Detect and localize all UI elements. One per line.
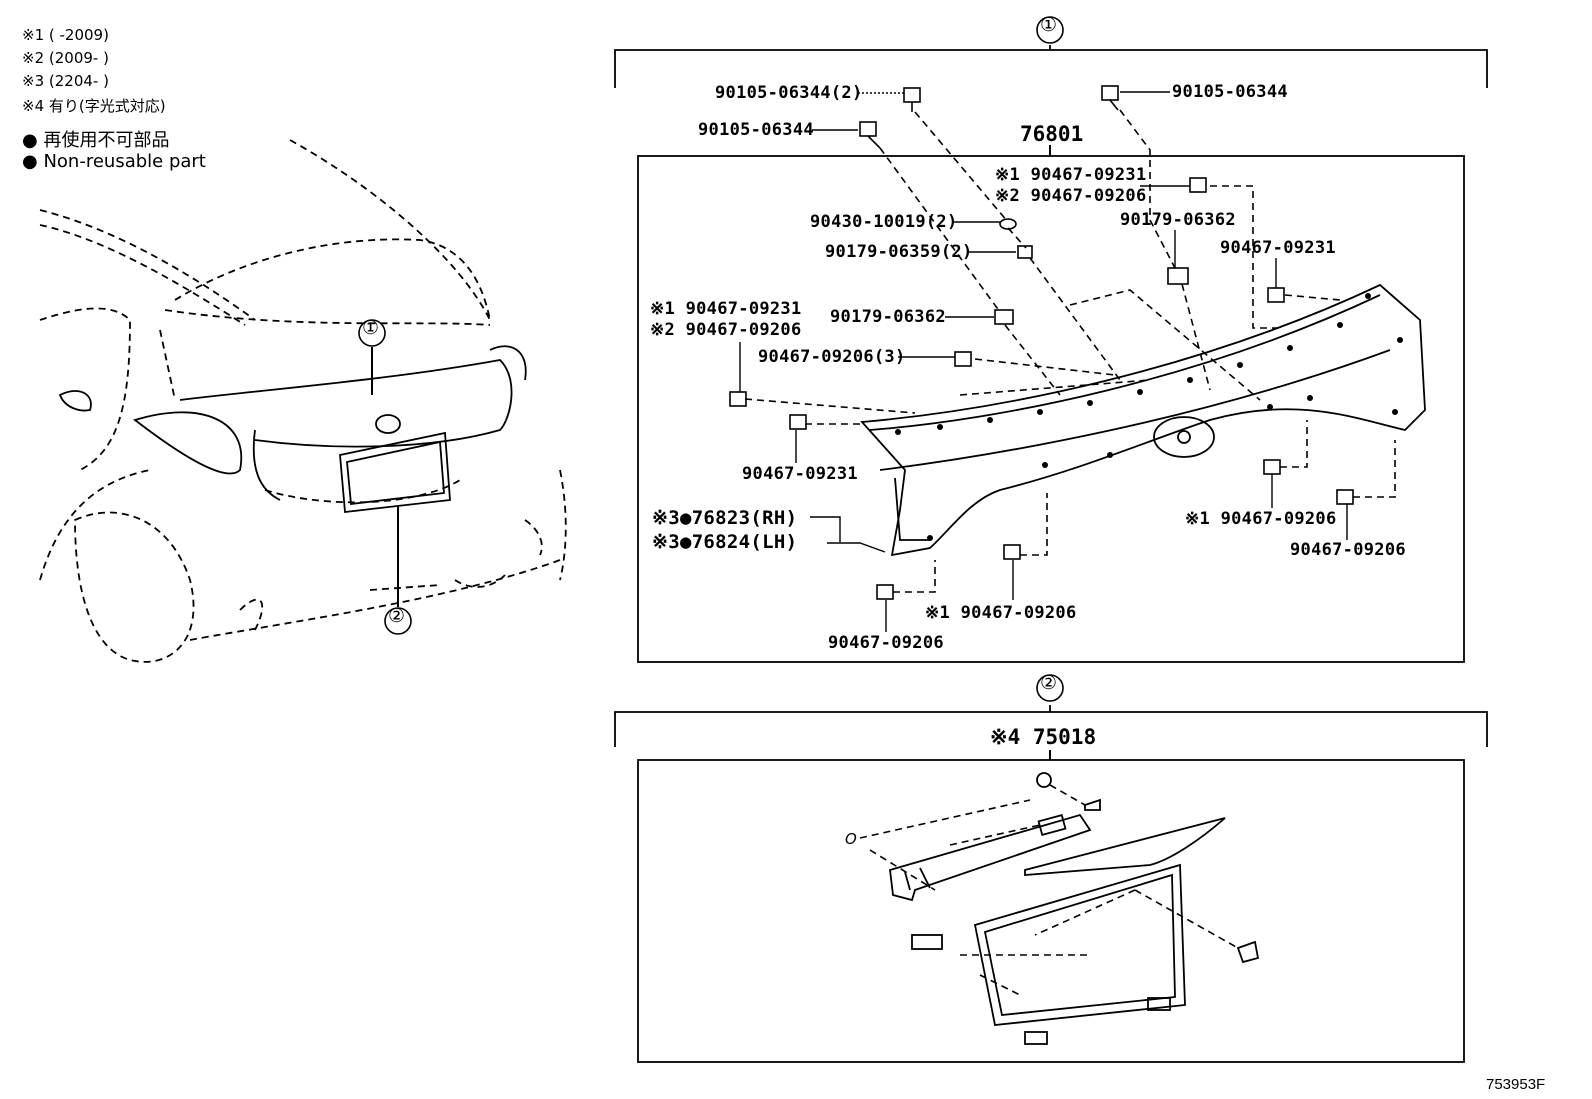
part-label: 90179-06359(2) [825,242,973,262]
part-label-nonreusable: ※3●76823(RH) [652,507,798,529]
car-callout-1: ① [362,317,380,339]
o-mark: O [845,830,857,848]
part-label: 90467-09231 [1220,238,1336,258]
car-callout-2: ② [388,605,406,627]
part-label: ※2 90467-09206 [995,186,1147,206]
license-plate-lamp [889,772,1260,1045]
assembly-lines-2 [859,784,1239,996]
part-label: 90179-06362 [830,307,946,327]
part-label: ※1 90467-09206 [925,603,1077,623]
part-label: ※1 90467-09206 [1185,509,1337,529]
section1-callout: ① [1040,14,1058,36]
legend-en-text: Non-reusable part [43,151,206,172]
section2-bracket [614,705,1488,747]
main-part-76801: 76801 [1020,122,1084,146]
car-tailgate-solid [58,345,527,513]
part-label: 90467-09206(3) [758,347,906,367]
car-rear-illustration [39,139,567,663]
part-label: 90105-06344 [1172,82,1288,102]
legend-jp: ● 再使用不可部品 [22,126,169,152]
note-1: ※1 ( -2009) [22,26,109,44]
legend-en: ● Non-reusable part [22,151,206,172]
section1-frame [637,155,1465,663]
part-label: 90105-06344(2) [715,83,863,103]
part-label: 90430-10019(2) [810,212,958,232]
leaders-1 [739,91,1348,632]
note-2: ※2 (2009- ) [22,49,109,67]
part-label: 90467-09231 [742,464,858,484]
main-part-75018: ※4 75018 [990,725,1097,749]
part-label: 90179-06362 [1120,210,1236,230]
part-label: 90467-09206 [828,633,944,653]
bullet-icon: ● [22,130,38,151]
part-label-nonreusable: ※3●76824(LH) [652,531,798,553]
part-label: ※1 90467-09231 [995,165,1147,185]
garnish-panel [860,283,1426,557]
assembly-lines-1 [744,109,1396,593]
legend-jp-text: 再使用不可部品 [43,130,170,151]
garnish-holes [895,293,1403,541]
part-label: ※1 90467-09231 [650,299,802,319]
note-3: ※3 (2204- ) [22,72,109,90]
note-4: ※4 有り(字光式対応) [22,97,166,115]
figure-id: 753953F [1486,1076,1546,1093]
part-label: 90467-09206 [1290,540,1406,560]
part-label: ※2 90467-09206 [650,320,802,340]
part-label: 90105-06344 [698,120,814,140]
section1-bracket [614,45,1488,88]
section2-callout: ② [1040,672,1058,694]
bullet-icon: ● [22,151,38,172]
